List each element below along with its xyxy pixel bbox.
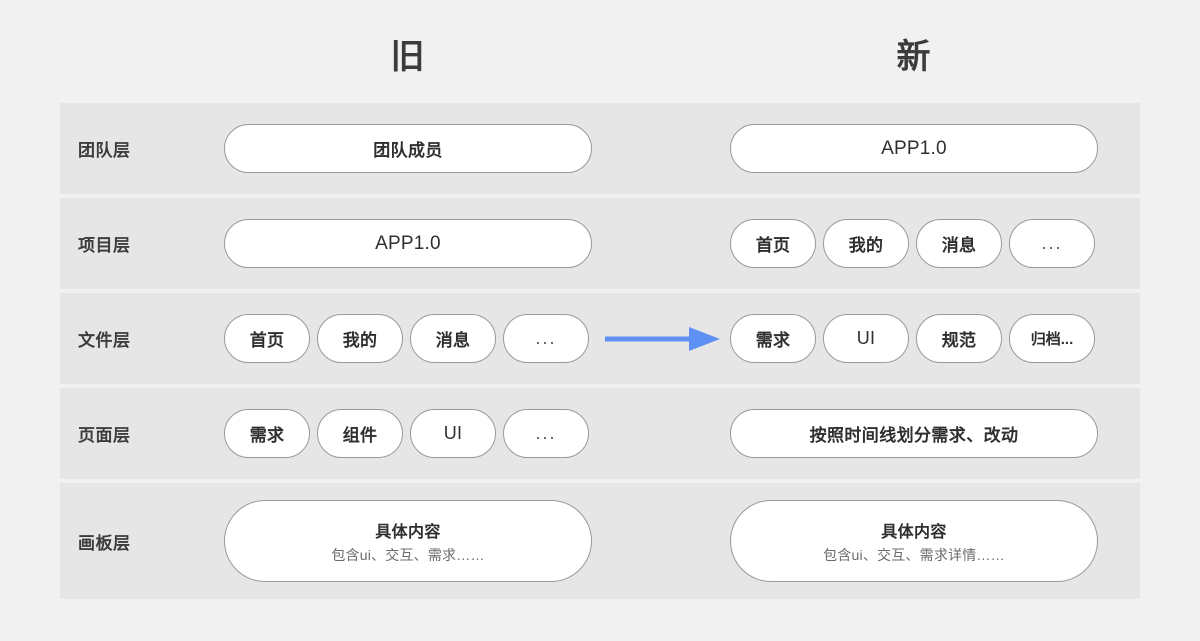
cell-new: 按照时间线划分需求、改动 [730,388,1098,479]
chip[interactable]: ... [1009,219,1095,268]
chip-group-new: 首页我的消息... [730,219,1095,268]
pill-new[interactable]: 按照时间线划分需求、改动 [730,409,1098,458]
layer-row: 画板层具体内容包含ui、交互、需求……具体内容包含ui、交互、需求详情…… [60,483,1140,599]
chip[interactable]: 需求 [730,314,816,363]
pill-new[interactable]: APP1.0 [730,124,1098,173]
column-headers: 旧 新 [0,0,1200,103]
layer-row: 项目层 APP1.0 首页我的消息... [60,198,1140,289]
pill-title: 具体内容 [375,523,441,541]
chip-group-old: 首页我的消息... [224,314,589,363]
row-label: 项目层 [78,236,131,255]
cell-old: 团队成员 [224,103,592,194]
row-label: 页面层 [78,426,131,445]
pill-old[interactable]: 具体内容包含ui、交互、需求…… [224,500,592,582]
pill-subtitle: 包含ui、交互、需求详情…… [823,546,1005,563]
chip[interactable]: 消息 [410,314,496,363]
cell-old: 具体内容包含ui、交互、需求…… [224,483,592,599]
chip[interactable]: 归档... [1009,314,1095,363]
row-label: 画板层 [78,533,131,553]
pill-old[interactable]: 团队成员 [224,124,592,173]
chip[interactable]: ... [503,409,589,458]
pill-title: 具体内容 [881,523,947,541]
cell-new: 首页我的消息... [730,198,1098,289]
chip[interactable]: 首页 [730,219,816,268]
chip[interactable]: UI [410,409,496,458]
chip[interactable]: 消息 [916,219,1002,268]
layer-row: 团队层 团队成员 APP1.0 [60,103,1140,194]
cell-new: 具体内容包含ui、交互、需求详情…… [730,483,1098,599]
chip[interactable]: 我的 [317,314,403,363]
chip[interactable]: 首页 [224,314,310,363]
column-header-new: 新 [896,38,932,76]
cell-old: APP1.0 [224,198,592,289]
chip[interactable]: ... [503,314,589,363]
chip[interactable]: 组件 [317,409,403,458]
row-label: 团队层 [78,141,131,160]
cell-old: 首页我的消息... [224,293,592,384]
pill-old[interactable]: APP1.0 [224,219,592,268]
chip[interactable]: 需求 [224,409,310,458]
pill-subtitle: 包含ui、交互、需求…… [331,546,485,563]
cell-new: APP1.0 [730,103,1098,194]
row-label: 文件层 [78,331,131,350]
pill-new[interactable]: 具体内容包含ui、交互、需求详情…… [730,500,1098,582]
chip[interactable]: 我的 [823,219,909,268]
chip[interactable]: UI [823,314,909,363]
arrow-right-icon [605,326,720,351]
chip[interactable]: 规范 [916,314,1002,363]
column-header-old: 旧 [390,38,426,76]
